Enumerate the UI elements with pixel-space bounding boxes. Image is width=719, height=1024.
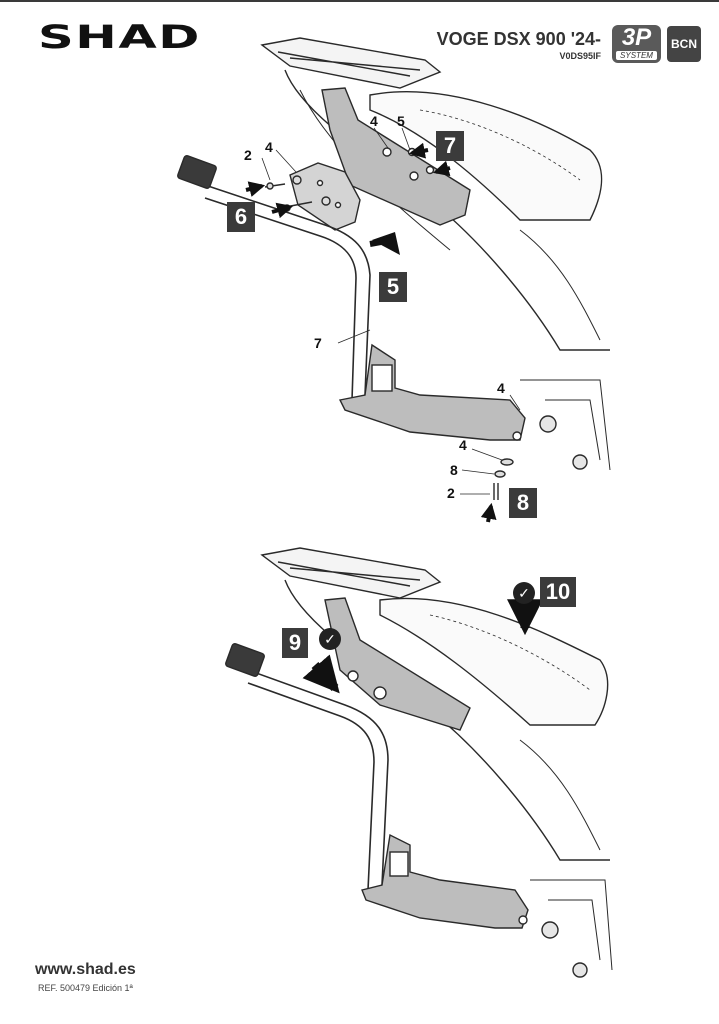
part-number-7: 7	[314, 335, 322, 351]
top-figure	[177, 37, 611, 523]
step-6-label: 6	[227, 202, 255, 232]
seat	[369, 91, 603, 221]
step-10-label: 10	[540, 577, 576, 607]
part-number-8: 8	[450, 462, 458, 478]
system-badge: 3P SYSTEM	[612, 25, 661, 63]
city-badge: BCN	[667, 26, 701, 62]
tube-frame-2	[247, 669, 389, 891]
fitted-lower-bracket	[361, 833, 529, 929]
top-border	[0, 0, 719, 2]
fitted-upper-bracket	[324, 597, 471, 731]
arrow-step7-a	[408, 142, 429, 159]
arrow-step7-b	[432, 160, 451, 177]
step-9-label: 9	[282, 628, 308, 658]
model-reference-code: V0DS95IF	[559, 51, 601, 61]
part-number-5: 5	[397, 113, 405, 129]
model-title: VOGE DSX 900 '24-	[436, 29, 601, 49]
document-reference: REF. 500479 Edición 1ª	[38, 983, 133, 993]
arrow-step8	[480, 502, 497, 523]
step-7-label: 7	[436, 131, 464, 161]
step-8-label: 8	[509, 488, 537, 518]
tube-frame	[204, 184, 371, 401]
system-badge-label: 3P	[621, 25, 652, 51]
brand-logo: SHAD	[38, 18, 201, 56]
system-badge-sub: SYSTEM	[616, 51, 657, 60]
website-link[interactable]: www.shad.es	[35, 961, 136, 978]
part-number-2-top: 2	[244, 147, 252, 163]
arrow-step9	[302, 654, 340, 694]
tube-end-cap	[177, 155, 217, 189]
arrow-step6-a	[245, 181, 266, 197]
check-icon-step10: ✓	[513, 582, 535, 604]
bottom-figure	[225, 547, 613, 978]
part-number-4-upper: 4	[370, 113, 378, 129]
part-number-4-right: 4	[497, 380, 505, 396]
check-icon-step9: ✓	[319, 628, 341, 650]
step-5-label: 5	[379, 272, 407, 302]
tube-end-cap-2	[225, 643, 265, 677]
arrow-step6-b	[271, 202, 294, 219]
upper-bracket	[321, 87, 471, 226]
part-number-4-lower: 4	[459, 437, 467, 453]
seat-2	[379, 597, 609, 726]
part-number-4-top: 4	[265, 139, 273, 155]
part-number-2-lower: 2	[447, 485, 455, 501]
